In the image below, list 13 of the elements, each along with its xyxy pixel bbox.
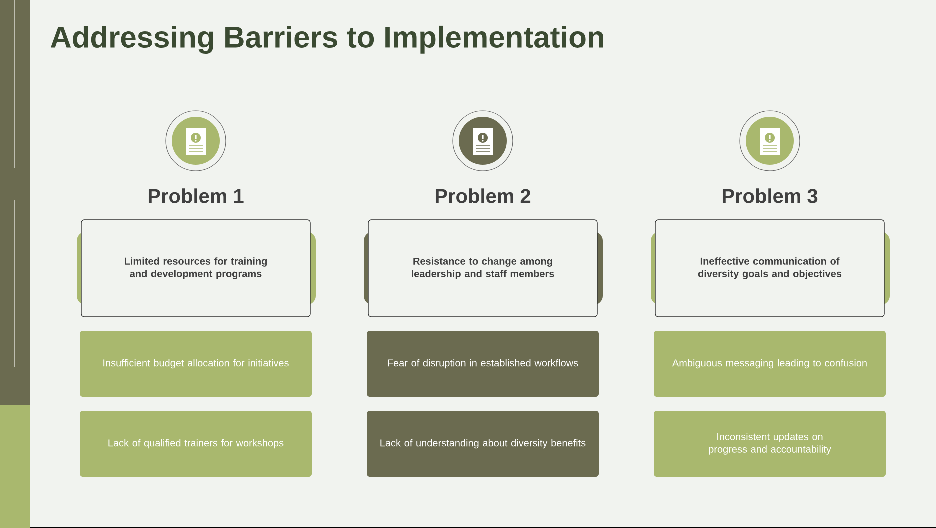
problem-heading: Problem 2	[436, 188, 531, 204]
detail-box: Insufficient budget allocation for initiatives	[80, 331, 312, 397]
detail-box: Lack of understanding about diversity benefits	[367, 411, 599, 477]
problem-heading: Problem 1	[149, 188, 244, 204]
detail-box: Ambiguous messaging leading to confusion	[654, 331, 886, 397]
title: Addressing Barriers to Implementation	[50, 26, 604, 54]
detail-box: Lack of qualified trainers for workshops	[80, 411, 312, 477]
problem-box: Resistance to change among leadership and staff members	[364, 220, 603, 318]
detail-box: Fear of disruption in established workflows	[367, 331, 599, 397]
detail-box: Inconsistent updates on progress and accountability	[654, 411, 886, 477]
problem-heading: Problem 3	[723, 188, 818, 204]
problem-box: Limited resources for training and development programs	[77, 220, 316, 318]
problem-box: Ineffective communication of diversity goals and objectives	[651, 220, 890, 318]
